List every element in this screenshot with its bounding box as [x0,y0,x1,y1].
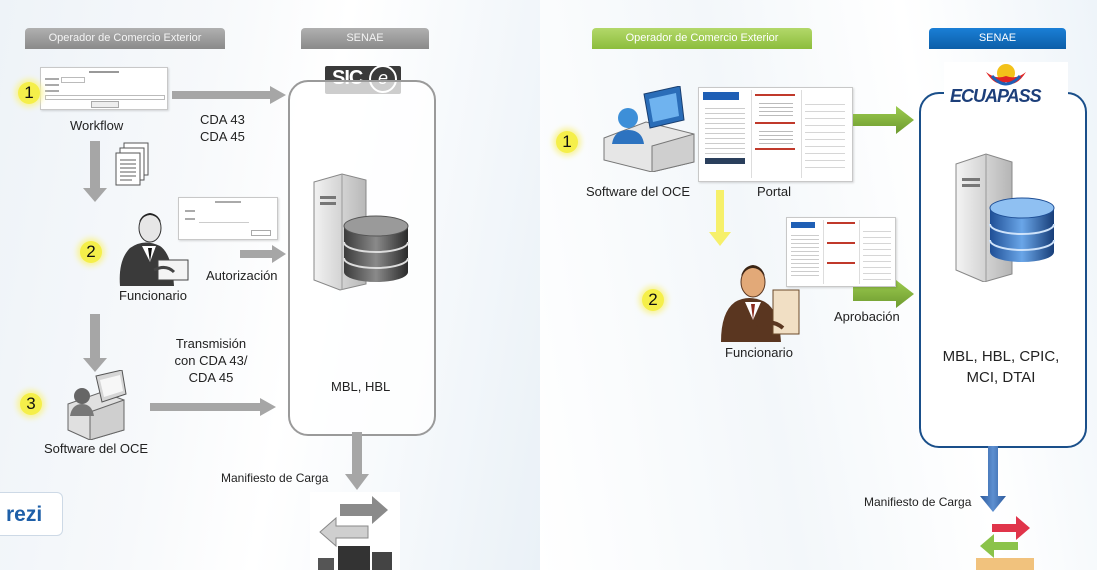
transmision-text: Transmisión con CDA 43/ CDA 45 [168,335,254,386]
portal-divider [751,90,752,178]
arrow-portal-to-senae [853,106,914,134]
header-senae-right: SENAE [929,28,1066,49]
cargo-exchange-icon [310,492,400,570]
arrow-workflow-to-senae [172,86,286,104]
step-number-1-right: 1 [556,131,578,153]
prezi-badge[interactable]: rezi [0,492,63,536]
portal-label: Portal [757,184,791,199]
db-text-left: MBL, HBL [331,379,391,394]
approval-screenshot [786,217,896,287]
computer-user-icon [67,370,127,440]
portal-image-strip [705,158,745,164]
funcionario-label-left: Funcionario [119,288,187,303]
portal-section-line [755,122,795,124]
screenshot-line [199,222,249,223]
header-oce-right: Operador de Comercio Exterior [592,28,812,49]
cda-text: CDA 43 CDA 45 [200,111,245,145]
arrow-down-2 [83,314,107,372]
arrow-down-1 [83,141,107,202]
funcionario-label-right: Funcionario [725,345,793,360]
worker-at-desk-icon [721,265,800,342]
arrow-aprobacion [853,280,914,308]
arrow-down-yellow [709,190,731,246]
portal-section-line [827,242,855,244]
ecuapass-logo-text: ECUAPASS [950,86,1042,106]
transmision-line-2: con CDA 43/ [174,353,248,368]
screenshot-line [45,78,59,80]
server-database-icon [313,173,409,291]
screenshot-field [45,95,165,100]
arrow-manifiesto-left [345,432,369,490]
transmision-line-1: Transmisión [175,336,247,351]
portal-section-line [827,262,855,264]
arrow-software-to-senae [150,398,276,416]
screenshot-title-line [89,71,119,73]
portal-divider [859,220,860,284]
cda-43: CDA 43 [200,112,245,127]
right-arrows [709,106,1006,512]
computer-user-icon [603,86,695,172]
header-oce-left: Operador de Comercio Exterior [25,28,225,49]
worker-at-desk-icon [119,213,189,286]
screenshot-button [91,101,119,108]
step-number-3-left: 3 [20,393,42,415]
portal-screenshot [698,87,853,182]
portal-text-block [791,232,819,276]
portal-text-block [805,98,845,174]
ecuapass-emblem [986,64,1026,86]
arrow-manifiesto-right [980,446,1006,512]
ecuapass-logo: ECUAPASS [944,62,1068,112]
authorization-screenshot [178,197,278,240]
workflow-screenshot [40,67,168,110]
cargo-exchange-icon [976,516,1034,570]
portal-section-line [755,148,795,150]
portal-text-block [863,226,891,280]
cda-45: CDA 45 [200,129,245,144]
screenshot-line [185,218,195,220]
portal-header-bar [703,92,739,100]
portal-header-bar [791,222,815,228]
autorizacion-label: Autorización [206,268,278,283]
manifiesto-label-right: Manifiesto de Carga [864,495,972,509]
portal-text-block [759,100,793,118]
portal-text-block [705,104,745,154]
manifiesto-label-left: Manifiesto de Carga [221,471,329,485]
db-text-right: MBL, HBL, CPIC, MCI, DTAI [930,346,1072,388]
screenshot-button [251,230,271,236]
document-stack-icon [115,142,149,186]
portal-section-line [827,222,855,224]
screenshot-line [45,90,59,92]
aprobacion-label: Aprobación [834,309,900,324]
step-number-2-left: 2 [80,241,102,263]
step-number-2-right: 2 [642,289,664,311]
arrow-autorizacion [240,245,286,263]
screenshot-line [45,84,59,86]
db-text-right-line-2: MCI, DTAI [966,369,1036,386]
server-database-icon [955,153,1055,282]
software-label-left: Software del OCE [44,441,149,456]
header-senae-left: SENAE [301,28,429,49]
portal-text-block [759,128,793,144]
step-number-1-left: 1 [18,82,40,104]
transmision-line-3: CDA 45 [188,370,234,385]
software-label-right: Software del OCE [586,184,691,199]
db-text-right-line-1: MBL, HBL, CPIC, [942,348,1060,365]
screenshot-title-line [215,201,241,203]
portal-divider [823,220,824,284]
screenshot-field [61,77,85,83]
left-arrows [83,86,369,490]
workflow-label: Workflow [70,118,124,133]
screenshot-line [185,210,195,212]
portal-divider [801,90,802,178]
portal-section-line [755,94,795,96]
